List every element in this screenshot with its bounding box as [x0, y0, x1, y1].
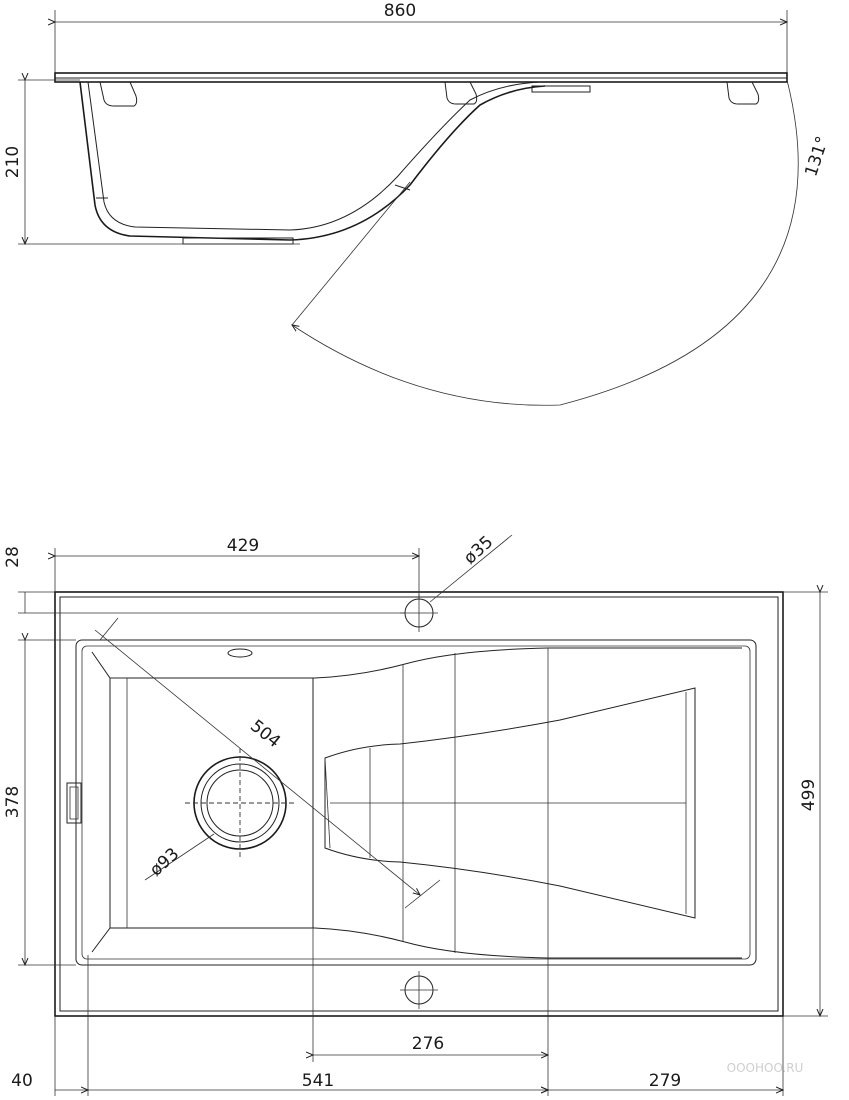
tap-diameter-leader: [429, 534, 513, 603]
overall-width-label: 860: [384, 1, 416, 21]
pop-up-profile: [531, 85, 591, 93]
drain-outer: [193, 756, 287, 850]
left-margin-label: 40: [11, 1071, 33, 1091]
angle-label: 131°: [801, 134, 833, 179]
bowl-lower-edge: [91, 927, 742, 959]
drain-diameter-label: ø93: [146, 844, 183, 880]
watermark: OOOHOO.RU: [727, 1061, 804, 1075]
top-view: 429 ø35 28 378 499 504 ø93 276: [3, 532, 828, 1096]
overflow-slot: [66, 782, 82, 824]
bowl-profile-outer: [79, 81, 546, 241]
angle-arc: [292, 79, 799, 406]
overall-depth-label: 499: [799, 779, 819, 811]
tap-diameter-label: ø35: [460, 532, 497, 568]
mounting-clip: [99, 81, 138, 107]
bowl-upper-edge: [91, 647, 742, 679]
bowl-diagonal-dimension-line: [94, 629, 420, 895]
angle-leg: [291, 181, 411, 326]
brand-plate: [227, 648, 253, 658]
depth-label: 210: [3, 146, 23, 178]
edge-offset-label: 28: [3, 546, 23, 568]
side-view: 860 210 131°: [3, 1, 833, 406]
drain-diameter-leader: [144, 833, 215, 881]
bowl-height-label: 378: [3, 786, 23, 818]
drainboard-ribs: [324, 687, 696, 919]
mounting-clip: [444, 81, 478, 105]
drainboard-width-label: 279: [649, 1071, 681, 1091]
bowl-diagonal-label: 504: [246, 716, 284, 752]
drainboard-inner-label: 276: [412, 1034, 444, 1054]
bowl-width-label: 541: [302, 1071, 334, 1091]
bowl-profile-inner: [87, 81, 541, 231]
mounting-clip: [726, 81, 760, 105]
inner-recess-outline: [75, 639, 757, 966]
sink-outline: [54, 591, 784, 1017]
tap-offset-label: 429: [227, 536, 259, 556]
